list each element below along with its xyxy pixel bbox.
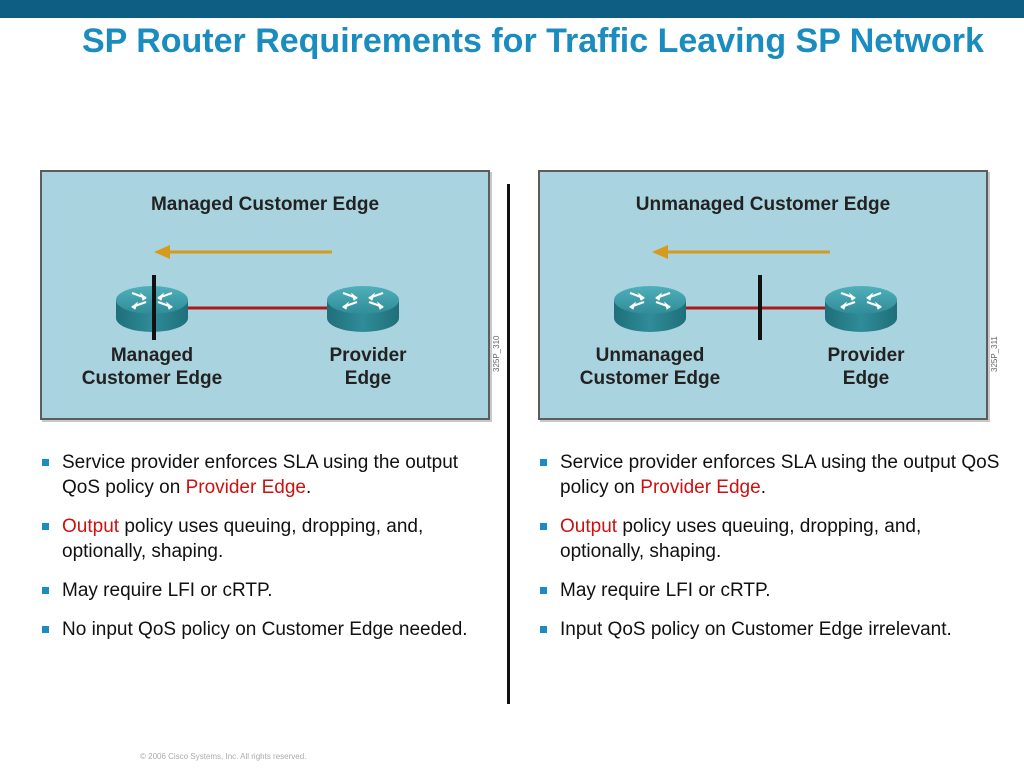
figure-id: 325P_310 (492, 335, 501, 372)
panel-heading: Unmanaged Customer Edge (635, 194, 891, 215)
slide-title: SP Router Requirements for Traffic Leavi… (82, 22, 984, 60)
router-label-provider-edge: Provider Edge (329, 345, 407, 389)
unmanaged-ce-diagram-panel: Unmanaged Customer Edge Unmanaged Custom… (538, 170, 988, 420)
router-icon (325, 284, 401, 334)
traffic-arrow-head (652, 245, 668, 259)
left-bullet-list: Service provider enforces SLA using the … (40, 450, 480, 656)
traffic-arrow-head (154, 245, 170, 259)
list-item: Service provider enforces SLA using the … (538, 450, 1008, 500)
list-item: Output policy uses queuing, dropping, an… (40, 514, 480, 564)
router-icon (612, 284, 688, 334)
managed-ce-diagram-panel: Managed Customer Edge Managed Customer E… (40, 170, 490, 420)
router-icon (823, 284, 899, 334)
column-divider (507, 184, 510, 704)
panel-heading: Managed Customer Edge (150, 194, 380, 215)
router-label-unmanaged-ce: Unmanaged Customer Edge (579, 345, 721, 389)
router-label-managed-ce: Managed Customer Edge (81, 345, 223, 389)
figure-id: 325P_311 (990, 336, 999, 372)
unmanaged-ce-diagram (612, 245, 899, 340)
managed-ce-diagram (114, 245, 401, 340)
list-item: No input QoS policy on Customer Edge nee… (40, 617, 480, 642)
top-bar (0, 0, 1024, 18)
list-item: May require LFI or cRTP. (538, 578, 1008, 603)
list-item: May require LFI or cRTP. (40, 578, 480, 603)
right-bullet-list: Service provider enforces SLA using the … (538, 450, 1008, 656)
copyright-footer: © 2006 Cisco Systems, Inc. All rights re… (140, 752, 307, 761)
list-item: Service provider enforces SLA using the … (40, 450, 480, 500)
list-item: Input QoS policy on Customer Edge irrele… (538, 617, 1008, 642)
router-label-provider-edge: Provider Edge (827, 345, 905, 389)
list-item: Output policy uses queuing, dropping, an… (538, 514, 1008, 564)
